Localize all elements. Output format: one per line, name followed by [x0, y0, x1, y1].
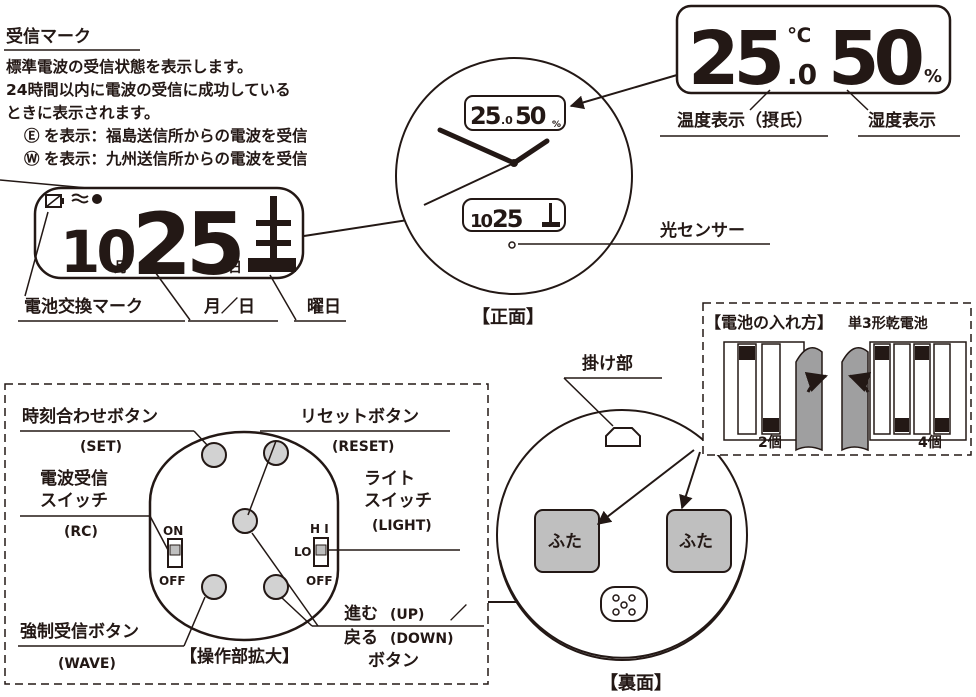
svg-text:25: 25 [492, 205, 523, 233]
lcd-day-unit: 日 [228, 260, 242, 276]
cover-swing-left [795, 347, 823, 452]
radio-wave-icon [71, 193, 89, 204]
battery-mark-label: 電池交換マーク [24, 296, 143, 317]
weekday-indicator [248, 196, 296, 272]
reception-mark-desc-2: 24時間以内に電波の受信に成功している [6, 80, 291, 99]
temperature-label: 温度表示（摂氏） [677, 110, 813, 131]
set-button-label: 時刻合わせボタン [22, 406, 158, 427]
rc-switch[interactable] [167, 538, 183, 568]
rc-switch-label-1: 電波受信 [40, 468, 108, 489]
controls-title: 【操作部拡大】 [180, 646, 299, 667]
cover-swing-right [841, 347, 869, 452]
light-sensor-label: 光センサー [659, 220, 745, 241]
cover-right-label: ふた [679, 532, 713, 552]
light-switch[interactable] [313, 537, 329, 567]
rc-switch-label-2: スイッチ [40, 491, 108, 511]
reset-button-en: (RESET) [332, 439, 394, 455]
front-title: 【正面】 [472, 307, 544, 328]
temp-value: 25 [688, 16, 780, 102]
lcd-closeup: 10 月 25 日 [24, 186, 462, 321]
kyushu-symbol-icon: Ⓦ [24, 149, 40, 168]
humidity-unit: % [924, 66, 942, 87]
reception-mark-note: 受信マーク 標準電波の受信状態を表示します。 24時間以内に電波の受信に成功して… [0, 26, 308, 190]
set-button-en: (SET) [80, 439, 122, 455]
svg-text:10: 10 [470, 211, 493, 232]
lcd-day-value: 25 [132, 195, 240, 295]
front-clock: 25 .0 50 % 10 25 [395, 57, 633, 295]
hanger [605, 427, 641, 447]
down-label: 戻る [344, 627, 378, 648]
svg-text:%: % [552, 120, 561, 130]
battery-count-4: 4個 [918, 434, 942, 451]
back-title: 【裏面】 [600, 672, 672, 694]
battery-cover-right[interactable] [666, 509, 732, 573]
battery-compartment-4 [841, 341, 967, 452]
svg-text:.0: .0 [501, 114, 513, 127]
battery-icon [45, 194, 64, 208]
temp-humidity-closeup: 25 ℃ .0 50 % [675, 4, 952, 102]
fukushima-symbol-icon: Ⓔ [24, 126, 40, 145]
light-switch-label-1: ライト [364, 469, 415, 489]
celsius-unit: ℃ [787, 23, 811, 47]
hanger-label: 掛け部 [582, 353, 633, 374]
battery-count-2: 2個 [758, 434, 782, 451]
humidity-label: 湿度表示 [868, 110, 936, 131]
light-hi-label: H I [310, 522, 329, 536]
set-button[interactable] [201, 442, 227, 468]
down-button[interactable] [263, 574, 289, 600]
rc-switch-en: (RC) [64, 524, 98, 540]
fukushima-desc: を表示：福島送信所からの電波を受信 [44, 126, 308, 145]
kyushu-desc: を表示：九州送信所からの電波を受信 [44, 149, 308, 168]
light-off-label: OFF [306, 574, 333, 588]
wave-button-en: (WAVE) [58, 656, 116, 672]
svg-text:50: 50 [515, 102, 546, 130]
wave-button-label: 強制受信ボタン [20, 621, 139, 642]
reception-mark-desc-1: 標準電波の受信状態を表示します。 [6, 57, 252, 76]
light-lo-label: LO [294, 545, 311, 559]
battery-install-title: 【電池の入れ方】 [705, 313, 833, 332]
date-label: 月／日 [203, 296, 255, 317]
lcd-month-unit: 月 [113, 260, 128, 276]
temp-decimal: .0 [787, 58, 817, 91]
rc-on-label: ON [163, 524, 183, 538]
cover-left-label: ふた [548, 532, 582, 552]
up-button[interactable] [232, 508, 258, 534]
rc-off-label: OFF [159, 574, 186, 588]
lcd-month-value: 10 [60, 218, 134, 286]
controls-closeup: ON OFF H I LO OFF [148, 430, 340, 642]
up-down-button-label: ボタン [368, 651, 419, 671]
up-label-en: (UP) [390, 607, 424, 623]
svg-text:25: 25 [470, 102, 501, 130]
up-label: 進む [344, 604, 378, 624]
reception-mark-desc-3: ときに表示されます。 [6, 103, 159, 122]
light-sensor [508, 241, 516, 249]
back-clock: ふた ふた [496, 409, 748, 661]
weekday-label: 曜日 [307, 297, 341, 317]
wave-button[interactable] [201, 574, 227, 600]
battery-compartment-2 [723, 341, 828, 452]
battery-cover-left[interactable] [534, 509, 600, 573]
humidity-value: 50 [828, 16, 921, 102]
up-down-slash: ／ [450, 603, 467, 624]
reception-e-icon [92, 194, 102, 204]
down-label-en: (DOWN) [390, 631, 453, 647]
battery-type: 単3形乾電池 [848, 315, 928, 332]
reset-button-label: リセットボタン [300, 407, 419, 427]
light-switch-label-2: スイッチ [364, 491, 432, 511]
controls-frame [4, 383, 489, 685]
reception-mark-title: 受信マーク [6, 26, 91, 47]
light-switch-en: (LIGHT) [372, 518, 432, 534]
